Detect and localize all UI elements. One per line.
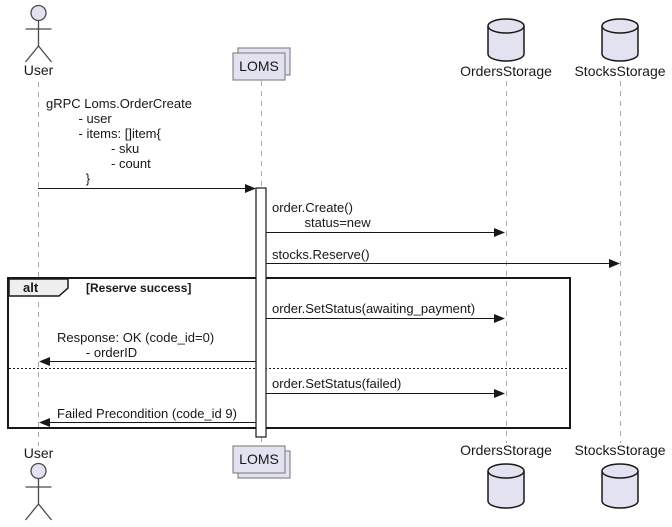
alt-operator-tab	[8, 278, 69, 297]
actor-head	[30, 4, 47, 22]
stocks-database-icon	[601, 18, 639, 62]
stocks-database-icon	[601, 463, 639, 509]
user-actor-icon	[24, 4, 53, 63]
arrowhead-right-icon	[494, 389, 505, 398]
message-order-create-request: gRPC Loms.OrderCreate - user - items: []…	[46, 96, 192, 186]
message-set-status-failed: order.SetStatus(failed)	[272, 376, 402, 391]
alt-operator-label: alt	[23, 280, 39, 295]
participant-label-user-bottom: User	[23, 445, 54, 461]
loms-collections-icon	[232, 47, 291, 81]
message-failed-precondition: Failed Precondition (code_id 9)	[57, 406, 237, 421]
message-response-ok: Response: OK (code_id=0) - orderID	[57, 330, 215, 360]
arrowhead-right-icon	[245, 184, 256, 193]
arrowhead-right-icon	[494, 228, 505, 237]
orders-database-icon	[487, 18, 525, 62]
arrowhead-right-icon	[494, 314, 505, 323]
participant-label-orders-top: OrdersStorage	[460, 63, 552, 79]
participant-label-orders-bottom: OrdersStorage	[460, 442, 552, 458]
message-arrows	[38, 184, 620, 427]
participant-label-stocks-bottom: StocksStorage	[574, 442, 666, 458]
message-stocks-reserve: stocks.Reserve()	[272, 247, 370, 262]
orders-database-icon	[487, 463, 525, 509]
alt-fragment-frame	[7, 277, 571, 429]
participant-label-loms-top: LOMS	[239, 58, 279, 74]
arrowhead-right-icon	[609, 259, 620, 268]
participant-label-stocks-top: StocksStorage	[574, 63, 666, 79]
loms-activation-bar	[255, 187, 267, 438]
actor-head	[30, 462, 47, 480]
user-actor-icon	[24, 462, 53, 521]
alt-guard-label: [Reserve success]	[86, 281, 192, 295]
arrowhead-left-icon	[39, 357, 50, 366]
loms-collections-icon	[232, 445, 291, 479]
message-order-create-db: order.Create() status=new	[272, 200, 371, 230]
participant-label-loms-bottom: LOMS	[239, 451, 279, 467]
message-set-status-awaiting: order.SetStatus(awaiting_payment)	[272, 301, 476, 316]
participant-label-user-top: User	[23, 62, 54, 78]
lifelines	[38, 81, 621, 446]
arrowhead-left-icon	[39, 418, 50, 427]
